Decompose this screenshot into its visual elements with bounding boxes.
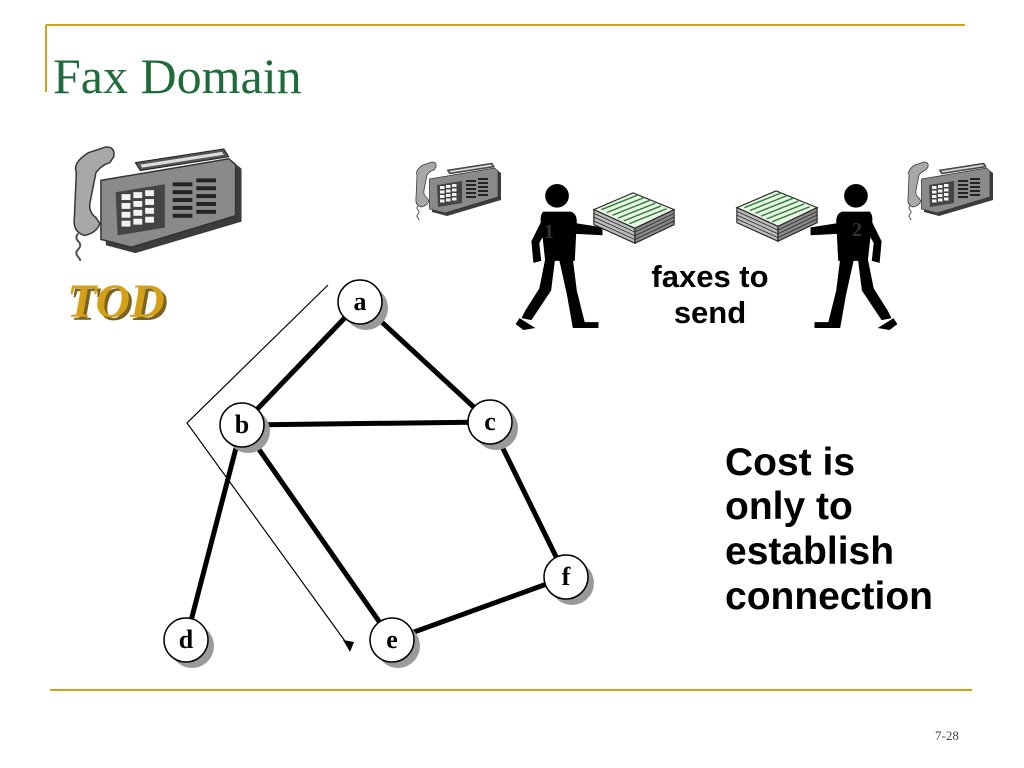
- graph-node-a: a: [337, 279, 388, 330]
- person-number-1: 1: [544, 221, 554, 243]
- person-icon-mirrored: [810, 183, 898, 330]
- page-number: 7-28: [935, 728, 959, 743]
- graph-nodes: a b c d e f: [163, 279, 594, 668]
- graph-node-label: b: [235, 410, 249, 439]
- graph-edge-b-d: [183, 424, 245, 641]
- tod-label-shadow: TOD: [70, 278, 168, 331]
- fax-phone-icon: [73, 145, 243, 261]
- route-arrow: [186, 284, 354, 652]
- cost-line-1: Cost is: [725, 441, 855, 484]
- cost-line-4: connection: [725, 575, 933, 618]
- graph-node-label: d: [179, 625, 194, 654]
- graph-edge-b-e: [239, 423, 395, 642]
- fax-phone-icon: [907, 161, 994, 220]
- graph-edges: [183, 300, 569, 643]
- slide-title: Fax Domain: [53, 48, 302, 104]
- graph-node-d: d: [163, 617, 214, 668]
- fax-phone-icon: [415, 161, 502, 220]
- faxes-label-line2: send: [674, 295, 746, 330]
- graph-node-e: e: [369, 617, 420, 668]
- cost-line-3: establish: [725, 530, 894, 573]
- graph-node-label: e: [386, 625, 398, 654]
- tod-label: TOD: [67, 275, 165, 328]
- graph-edge-b-c: [241, 419, 491, 428]
- graph-node-b: b: [219, 402, 270, 453]
- graph-node-label: c: [484, 407, 496, 436]
- graph-node-label: f: [562, 562, 571, 591]
- fax-stack-icon: [736, 190, 818, 242]
- cost-line-2: only to: [725, 485, 853, 528]
- graph-edge-a-b: [240, 300, 362, 427]
- graph-edge-e-f: [391, 574, 567, 643]
- person-number-2: 2: [852, 219, 862, 241]
- graph-node-c: c: [467, 399, 518, 450]
- graph-node-label: a: [354, 287, 367, 316]
- person-icon: [515, 183, 603, 330]
- fax-stack-icon: [593, 192, 675, 244]
- faxes-label-line1: faxes to: [651, 259, 768, 294]
- graph-node-f: f: [543, 554, 594, 605]
